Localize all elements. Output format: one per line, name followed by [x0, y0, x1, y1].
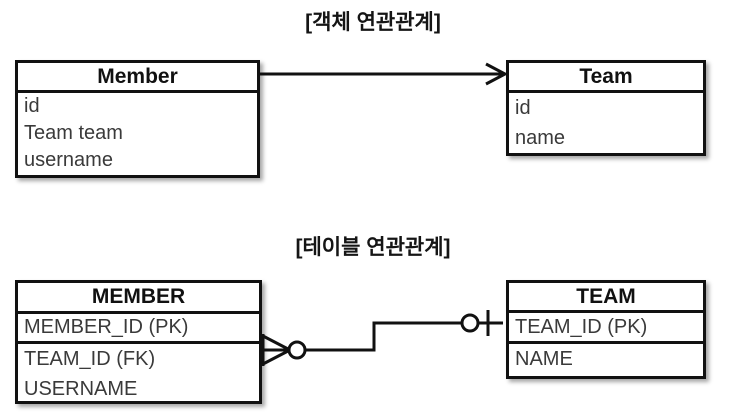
entity-team-object: Team id name	[506, 60, 706, 156]
object-section-title: [객체 연관관계]	[305, 11, 441, 34]
entity-member-table-fields: MEMBER_ID (PK) TEAM_ID (FK) USERNAME	[18, 314, 259, 404]
entity-member-object-title: Member	[18, 63, 257, 93]
field-row: name	[515, 126, 566, 149]
zero-circle-icon	[287, 340, 307, 360]
field-row: id	[515, 96, 531, 119]
field-row: Team team	[24, 122, 123, 144]
entity-team-table: TEAM TEAM_ID (PK) NAME	[506, 280, 706, 379]
field-row-pk: TEAM_ID (PK)	[509, 313, 703, 344]
relationship-path	[305, 321, 503, 352]
entity-member-object: Member id Team team username	[15, 60, 260, 178]
entity-team-table-title: TEAM	[509, 283, 703, 313]
entity-member-table: MEMBER MEMBER_ID (PK) TEAM_ID (FK) USERN…	[15, 280, 262, 404]
field-row-fk: TEAM_ID (FK)	[24, 347, 156, 370]
field-row: id	[24, 95, 40, 117]
open-arrowhead-icon	[485, 62, 509, 86]
entity-team-object-fields: id name	[509, 93, 703, 153]
entity-member-table-title: MEMBER	[18, 283, 259, 314]
field-row-pk: MEMBER_ID (PK)	[18, 314, 259, 344]
zero-circle-icon	[460, 313, 480, 333]
field-row: username	[24, 149, 113, 171]
entity-member-object-fields: id Team team username	[18, 93, 257, 174]
field-row: NAME	[515, 348, 573, 370]
entity-team-object-title: Team	[509, 63, 703, 93]
entity-team-table-fields: TEAM_ID (PK) NAME	[509, 313, 703, 375]
crows-foot-many-icon	[261, 334, 291, 366]
table-section-title: [테이블 연관관계]	[295, 236, 451, 259]
field-row: USERNAME	[24, 377, 138, 400]
